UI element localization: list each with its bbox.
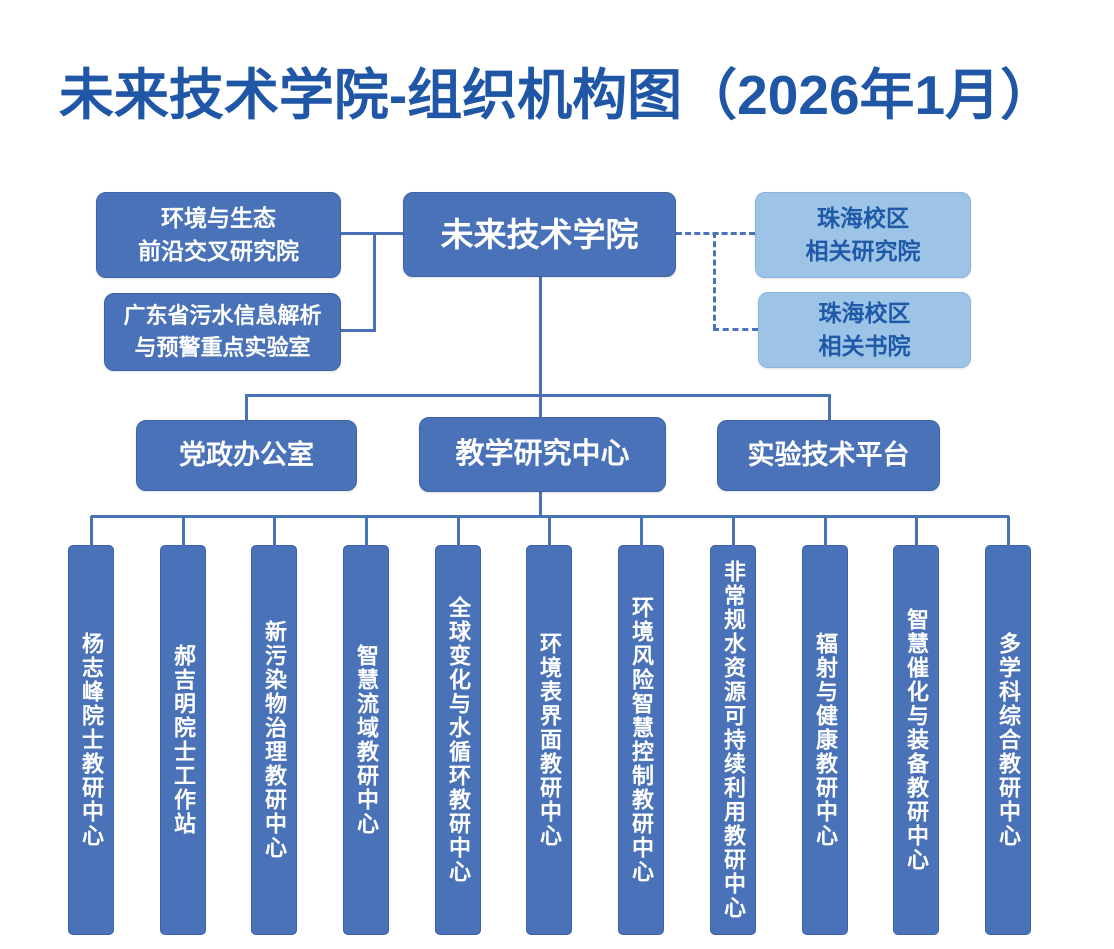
box-zhuhai-research-institutes: 珠海校区 相关研究院 <box>755 192 971 278</box>
box-frontier-interdisciplinary-institute: 环境与生态 前沿交叉研究院 <box>96 192 341 278</box>
connector-level2-bus <box>245 394 830 397</box>
center-label: 环境表界面教研中心 <box>537 632 562 848</box>
center-label: 郝吉明院士工作站 <box>171 644 196 836</box>
connector-drop-dept1 <box>245 394 248 421</box>
box-party-admin-office: 党政办公室 <box>136 420 357 491</box>
center-label: 环境风险智慧控制教研中心 <box>629 596 654 884</box>
center-label: 新污染物治理教研中心 <box>262 620 287 860</box>
center-box-global-change-water-cycle: 全球变化与水循环教研中心 <box>435 516 481 935</box>
center-label: 多学科综合教研中心 <box>996 632 1021 848</box>
center-box-unconventional-water: 非常规水资源可持续利用教研中心 <box>710 516 756 935</box>
center-box-smart-catalysis-equipment: 智慧催化与装备教研中心 <box>893 516 939 935</box>
center-label: 智慧流域教研中心 <box>354 644 379 836</box>
center-label: 杨志峰院士教研中心 <box>79 632 104 848</box>
connector-root-down <box>539 277 542 418</box>
box-zhuhai-colleges: 珠海校区 相关书院 <box>758 292 971 368</box>
center-box-multidisciplinary: 多学科综合教研中心 <box>985 516 1031 935</box>
connector-drop-dept3 <box>828 394 831 421</box>
root-box-future-technology-college: 未来技术学院 <box>403 192 676 277</box>
center-box-environmental-interface: 环境表界面教研中心 <box>526 516 572 935</box>
center-box-radiation-health: 辐射与健康教研中心 <box>802 516 848 935</box>
center-label: 全球变化与水循环教研中心 <box>446 596 471 884</box>
center-label: 智慧催化与装备教研中心 <box>904 608 929 872</box>
box-teaching-research-center: 教学研究中心 <box>419 417 666 492</box>
connector-left1-to-root <box>341 232 403 235</box>
page-title: 未来技术学院-组织机构图（2026年1月） <box>58 64 1056 126</box>
connector-teaching-down <box>539 492 542 518</box>
center-label: 非常规水资源可持续利用教研中心 <box>721 560 746 920</box>
box-sewage-information-key-laboratory: 广东省污水信息解析 与预警重点实验室 <box>104 293 341 371</box>
center-label: 辐射与健康教研中心 <box>813 632 838 848</box>
center-box-yangzhifeng: 杨志峰院士教研中心 <box>68 516 114 935</box>
center-box-smart-watershed: 智慧流域教研中心 <box>343 516 389 935</box>
connector-dashed-to-zhuhai2 <box>713 328 758 331</box>
center-box-new-pollutants: 新污染物治理教研中心 <box>251 516 297 935</box>
connector-left2-branch <box>341 329 376 332</box>
connector-dashed-vertical <box>713 232 716 330</box>
box-experimental-technology-platform: 实验技术平台 <box>717 420 940 491</box>
center-box-haojiming: 郝吉明院士工作站 <box>160 516 206 935</box>
center-box-risk-smart-control: 环境风险智慧控制教研中心 <box>618 516 664 935</box>
connector-left-vertical <box>373 232 376 332</box>
